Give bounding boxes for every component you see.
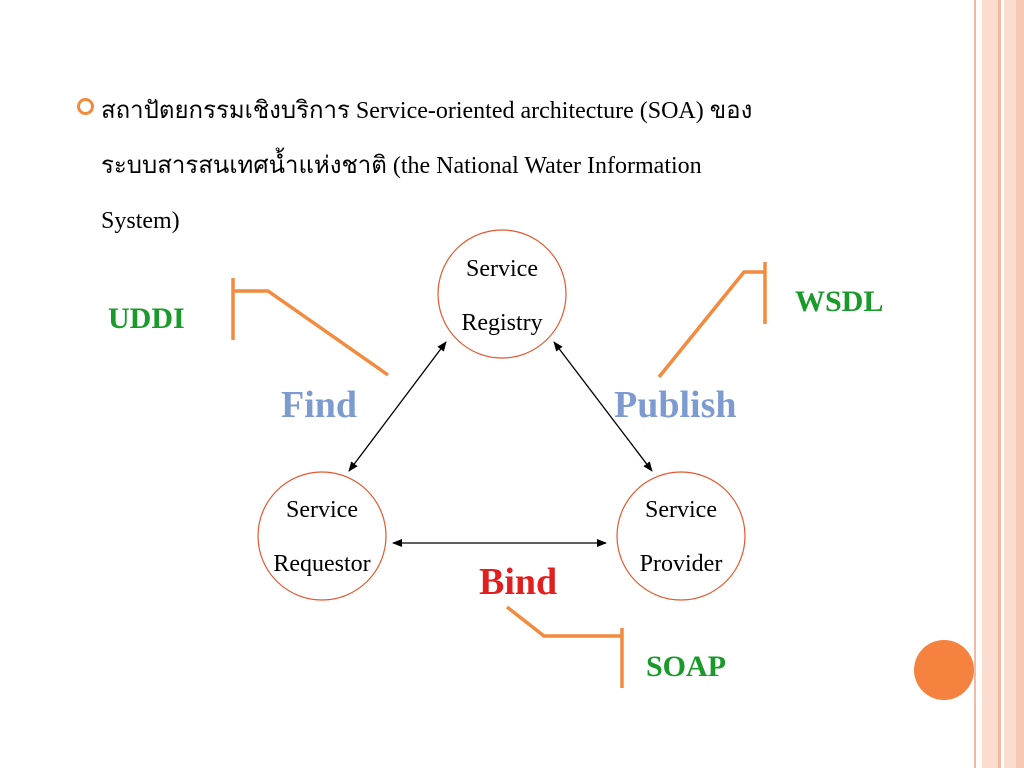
provider-node (616, 471, 746, 601)
registry-label-line-1: Service (466, 256, 538, 282)
requestor-node (257, 471, 387, 601)
bind-label: Bind (479, 561, 558, 603)
find-label: Find (281, 384, 358, 426)
bullet-line-2: ระบบสารสนเทศน้ำแห่งชาติ (the National Wa… (101, 153, 702, 179)
registry-node (437, 229, 567, 359)
bullet-paragraph: สถาปัตยกรรมเชิงบริการ Service-oriented a… (101, 84, 921, 249)
bullet-marker-icon (77, 98, 94, 115)
publish-label: Publish (614, 384, 737, 426)
registry-label: Service Registry (432, 242, 572, 350)
decorative-circle (914, 640, 974, 700)
stripe (998, 0, 1001, 768)
provider-label-line-1: Service (645, 497, 717, 523)
uddi-callout (233, 289, 390, 377)
side-stripes (974, 0, 1024, 768)
bullet-line-1: สถาปัตยกรรมเชิงบริการ Service-oriented a… (101, 98, 753, 124)
provider-label: Service Provider (611, 483, 751, 591)
provider-label-line-2: Provider (639, 551, 723, 577)
soap-label: SOAP (646, 650, 727, 683)
requestor-label: Service Requestor (252, 483, 392, 591)
stripe (974, 0, 976, 768)
requestor-label-line-2: Requestor (273, 551, 371, 577)
wsdl-label: WSDL (795, 285, 884, 318)
bullet-line-3: System) (101, 208, 180, 234)
soap-callout (505, 605, 622, 638)
wsdl-callout (657, 270, 765, 379)
registry-label-line-2: Registry (461, 310, 543, 336)
stripe (1004, 0, 1016, 768)
requestor-label-line-1: Service (286, 497, 358, 523)
uddi-label: UDDI (108, 302, 185, 335)
stripe (982, 0, 998, 768)
find-arrow (348, 341, 447, 472)
publish-arrow (553, 341, 653, 472)
stripe (1016, 0, 1024, 768)
